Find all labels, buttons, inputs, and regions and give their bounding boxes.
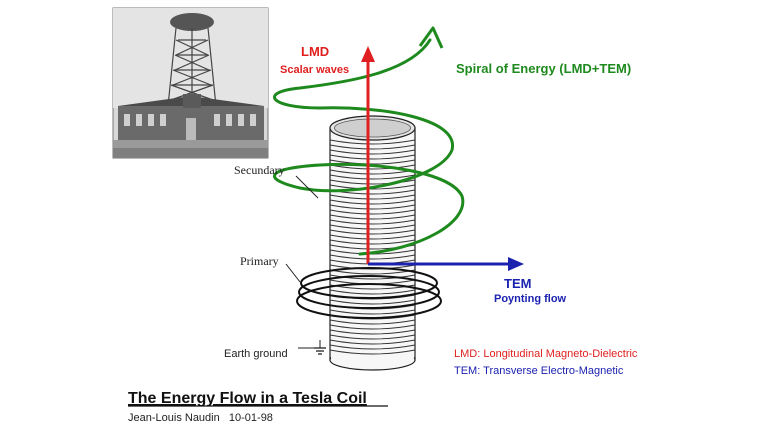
winding-turn <box>329 334 416 340</box>
winding-turn <box>329 209 416 215</box>
primary-pointer <box>285 263 301 283</box>
spiral-label: Spiral of Energy (LMD+TEM) <box>456 61 631 76</box>
secondary-coil <box>329 115 416 371</box>
earth-ground-icon <box>314 347 326 355</box>
winding-turn <box>329 289 416 295</box>
winding-turn <box>329 239 416 245</box>
winding-turn <box>329 224 416 230</box>
winding-turn <box>329 319 416 325</box>
winding-turn <box>329 254 416 260</box>
winding-turn <box>329 339 416 345</box>
tower-photo <box>112 7 269 159</box>
winding-turn <box>329 309 416 315</box>
poynting-label: Poynting flow <box>494 293 567 305</box>
winding-turn <box>329 139 416 145</box>
tem-definition: TEM: Transverse Electro-Magnetic <box>454 365 624 377</box>
winding-turn <box>329 214 416 220</box>
winding-turn <box>329 274 416 280</box>
author-line: Jean-Louis Naudin 10-01-98 <box>128 412 273 424</box>
page-title: The Energy Flow in a Tesla Coil <box>128 390 367 407</box>
winding-turn <box>329 179 416 185</box>
winding-turn <box>329 169 416 175</box>
winding-turn <box>329 324 416 330</box>
earth-ground-label: Earth ground <box>224 348 288 360</box>
winding-turn <box>329 144 416 150</box>
lmd-definition: LMD: Longitudinal Magneto-Dielectric <box>454 348 638 360</box>
winding-turn <box>329 219 416 225</box>
winding-turn <box>329 174 416 180</box>
winding-turn <box>329 154 416 160</box>
spiral-arrowhead <box>418 26 444 49</box>
winding-turn <box>329 344 416 350</box>
winding-turn <box>329 349 416 355</box>
winding-turn <box>329 199 416 205</box>
scalar-waves-label: Scalar waves <box>280 64 349 76</box>
tem-arrow <box>368 257 524 271</box>
winding-turn <box>329 229 416 235</box>
primary-coil <box>296 267 442 319</box>
secondary-label: Secundary <box>234 163 285 177</box>
lmd-label: LMD <box>301 44 329 59</box>
winding-turn <box>329 194 416 200</box>
secondary-windings <box>329 139 416 355</box>
winding-turn <box>329 149 416 155</box>
tem-label: TEM <box>504 276 531 291</box>
winding-turn <box>329 164 416 170</box>
lmd-arrow <box>361 46 375 264</box>
energy-spiral <box>273 38 465 256</box>
primary-label: Primary <box>240 254 279 268</box>
winding-turn <box>329 184 416 190</box>
winding-turn <box>329 159 416 165</box>
winding-turn <box>329 234 416 240</box>
winding-turn <box>329 299 416 305</box>
winding-turn <box>329 204 416 210</box>
winding-turn <box>329 329 416 335</box>
secondary-pointer <box>295 175 319 199</box>
